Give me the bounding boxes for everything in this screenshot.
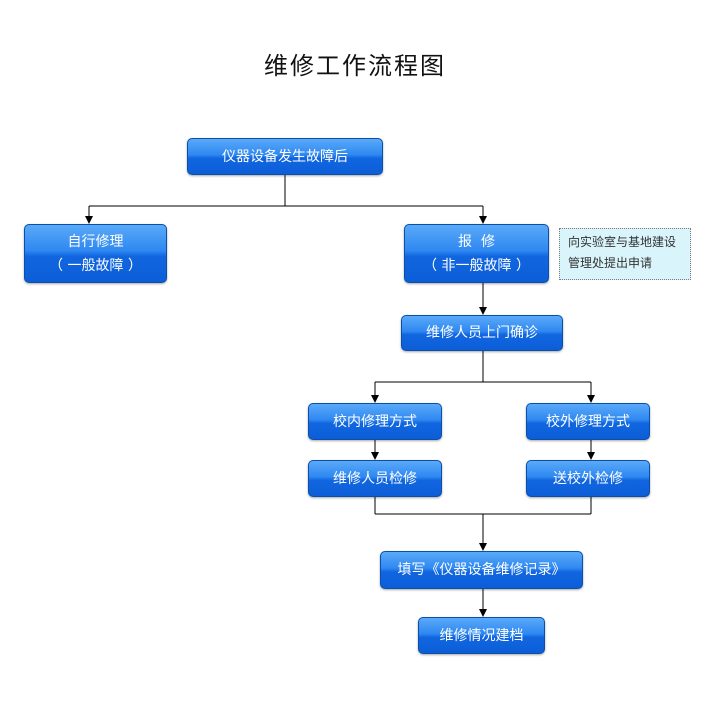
node-external-label: 校外修理方式	[546, 413, 630, 430]
node-report: 报 修 （ 非一般故障 ）	[404, 224, 549, 283]
node-self-repair-line2: （ 一般故障 ）	[49, 257, 142, 274]
node-internal-check: 维修人员检修	[308, 460, 442, 497]
node-fault: 仪器设备发生故障后	[187, 138, 383, 175]
page-title: 维修工作流程图	[264, 52, 446, 80]
node-onsite: 维修人员上门确诊	[401, 315, 563, 351]
node-fault-label: 仪器设备发生故障后	[222, 148, 348, 165]
node-archive: 维修情况建档	[418, 617, 545, 654]
node-internal-label: 校内修理方式	[333, 413, 417, 430]
node-internal-check-label: 维修人员检修	[333, 470, 417, 487]
node-internal: 校内修理方式	[308, 403, 442, 440]
node-self-repair-line1: 自行修理	[67, 233, 124, 250]
note-line2: 管理处提出申请	[568, 256, 653, 270]
node-external: 校外修理方式	[526, 403, 650, 440]
node-record: 填写《仪器设备维修记录》	[380, 551, 583, 589]
node-onsite-label: 维修人员上门确诊	[426, 325, 538, 341]
node-self-repair: 自行修理 （ 一般故障 ）	[24, 224, 167, 283]
node-report-line2: （ 非一般故障 ）	[423, 257, 530, 274]
node-external-check-label: 送校外检修	[553, 470, 623, 487]
node-archive-label: 维修情况建档	[439, 627, 524, 644]
node-external-check: 送校外检修	[526, 460, 650, 497]
note-line1: 向实验室与基地建设	[568, 235, 677, 249]
node-record-label: 填写《仪器设备维修记录》	[397, 562, 566, 578]
node-report-line1: 报 修	[458, 233, 495, 250]
note-application: 向实验室与基地建设 管理处提出申请	[559, 228, 691, 280]
